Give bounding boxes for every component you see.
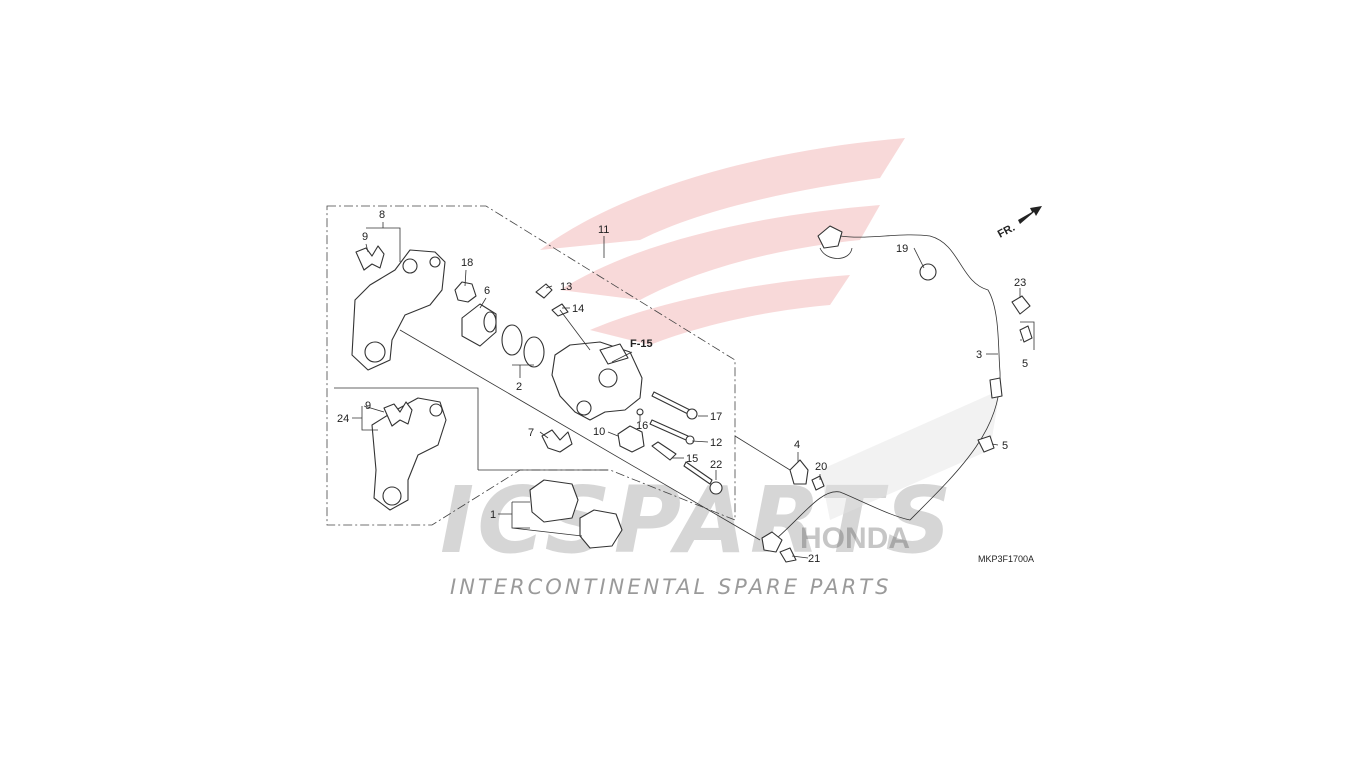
callout-9b: 9 (365, 400, 371, 412)
callout-13: 13 (560, 281, 572, 293)
drawing-code: MKP3F1700A (978, 554, 1034, 564)
callout-12: 12 (710, 437, 722, 449)
caliper-bracket (351, 249, 446, 371)
wire-clip-5b (977, 435, 995, 453)
bleeder-screw (535, 283, 553, 299)
callout-22: 22 (710, 459, 722, 471)
pad-spring (355, 245, 385, 271)
bolt-20 (811, 475, 825, 491)
caliper-bracket-alt (371, 397, 447, 511)
callout-10: 10 (593, 426, 605, 438)
callout-5b: 5 (1002, 440, 1008, 452)
callout-9a: 9 (362, 231, 368, 243)
front-label: FR. (996, 222, 1017, 241)
bolt-22 (683, 461, 713, 485)
pad-retainer-clip (541, 429, 573, 453)
sensor-stay (789, 459, 809, 485)
reference-label: F-15 (630, 338, 653, 350)
callout-16: 16 (636, 420, 648, 432)
pad-spring-alt (383, 401, 413, 427)
callout-5a: 5 (1022, 358, 1028, 370)
front-arrow-icon (1018, 206, 1042, 224)
watermark-maker: HONDA (800, 522, 910, 555)
wire-clamp-19 (919, 263, 937, 281)
callout-8: 8 (379, 209, 385, 221)
callout-1: 1 (490, 509, 496, 521)
callout-2: 2 (516, 381, 522, 393)
callout-21: 21 (808, 553, 820, 565)
pin-15 (651, 441, 677, 461)
callout-17: 17 (710, 411, 722, 423)
boot (454, 281, 477, 303)
pin-sleeve (617, 425, 645, 453)
callout-14: 14 (572, 303, 584, 315)
callout-7: 7 (528, 427, 534, 439)
callout-15: 15 (686, 453, 698, 465)
piston (461, 303, 497, 347)
front-direction-indicator: FR. (996, 206, 1042, 241)
callouts: 1 2 3 4 5 5 6 7 8 9 9 10 11 12 13 14 15 … (337, 209, 1028, 565)
callout-6: 6 (484, 285, 490, 297)
caliper-body (551, 341, 643, 421)
wire-shading (820, 390, 1000, 520)
callout-19: 19 (896, 243, 908, 255)
piston-seal-a (501, 324, 523, 356)
caliper-pin-12 (649, 419, 689, 441)
callout-23: 23 (1014, 277, 1026, 289)
callout-24: 24 (337, 413, 349, 425)
watermark-tagline: INTERCONTINENTAL SPARE PARTS (450, 575, 891, 599)
bolt-21 (779, 547, 797, 563)
caliper-pin-17 (651, 391, 691, 415)
brake-pads (529, 479, 623, 549)
piston-seal-b (523, 336, 545, 368)
wire-clip-5a (1019, 325, 1033, 343)
callout-4: 4 (794, 439, 800, 451)
watermark-brand: ICSPARTS (440, 467, 955, 574)
caliper-assembly-outline (326, 205, 736, 526)
sub-box-bracket (334, 387, 479, 470)
callout-11: 11 (598, 224, 609, 236)
callout-3: 3 (976, 349, 982, 361)
leader-lines (352, 222, 1035, 559)
callout-20: 20 (815, 461, 827, 473)
callout-18: 18 (461, 257, 473, 269)
abs-sensor-wire (761, 225, 1003, 553)
wire-clip-23 (1011, 295, 1031, 315)
watermark (540, 138, 905, 345)
wing-logo (540, 138, 905, 345)
